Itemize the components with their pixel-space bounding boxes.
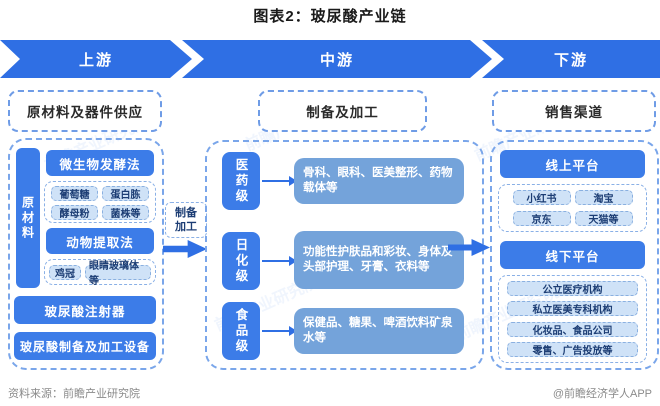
- source-chip: 鸡冠: [49, 264, 81, 280]
- prep-flow-arrow-icon: [163, 240, 207, 258]
- banner-segment-midstream: 中游: [182, 40, 492, 78]
- midstream-header: 制备及加工: [258, 90, 427, 132]
- prep-label-line2: 加工: [175, 221, 197, 233]
- injector-box: 玻尿酸注射器: [14, 296, 156, 324]
- daily-chem-applications-box: 功能性护肤品和彩妆、身体及头部护理、牙膏、衣料等: [294, 231, 464, 289]
- grade-medical-box: 医药级: [222, 152, 260, 210]
- banner-upstream-label: 上游: [78, 51, 113, 69]
- page-title: 图表2：玻尿酸产业链: [253, 8, 407, 25]
- medical-applications-box: 骨科、眼科、医美整形、药物载体等: [294, 158, 464, 204]
- raw-material-vertical-label: 原材料: [16, 148, 40, 288]
- channel-chip: 天猫等: [574, 211, 633, 226]
- channel-chip: 淘宝: [574, 190, 633, 205]
- source-note: 资料来源：前瞻产业研究院: [8, 388, 140, 400]
- ingredient-chip: 菌株等: [102, 205, 149, 220]
- offline-platform-box: 线下平台: [500, 241, 645, 269]
- grade-food-arrow-icon: [262, 326, 297, 336]
- ingredient-chip: 葡萄糖: [51, 186, 98, 201]
- credit-note: @前瞻经济学人APP: [552, 388, 652, 400]
- prep-label-line1: 制备: [175, 206, 197, 219]
- online-platform-box: 线上平台: [500, 150, 645, 178]
- grade-daily-chem-arrow-icon: [262, 256, 297, 266]
- grade-daily-chem-box: 日化级: [222, 232, 260, 290]
- upstream-header: 原材料及器件供应: [8, 90, 162, 132]
- downstream-header: 销售渠道: [492, 90, 656, 132]
- fermentation-method-box: 微生物发酵法: [46, 150, 154, 176]
- ingredient-chip: 酵母粉: [51, 205, 98, 220]
- channel-chip: 公立医疗机构: [507, 280, 638, 296]
- channel-chip: 化妆品、食品公司: [507, 321, 638, 337]
- banner-segment-upstream: 上游: [0, 40, 192, 78]
- online-channels-group: 小红书 淘宝 京东 天猫等: [498, 184, 647, 232]
- prep-process-label: 制备 加工: [165, 202, 207, 238]
- source-chip: 眼睛玻璃体等: [85, 261, 151, 287]
- channel-chip: 小红书: [512, 190, 571, 205]
- animal-sources-group: 鸡冠 眼睛玻璃体等: [44, 259, 156, 287]
- animal-extraction-box: 动物提取法: [46, 228, 154, 254]
- banner-downstream-label: 下游: [553, 51, 588, 69]
- food-applications-box: 保健品、糖果、啤酒饮料矿泉水等: [294, 308, 464, 354]
- offline-channels-group: 公立医疗机构 私立医美专科机构 化妆品、食品公司 零售、广告投放等: [498, 275, 647, 363]
- channel-chip: 私立医美专科机构: [507, 301, 638, 317]
- grade-medical-arrow-icon: [262, 176, 297, 186]
- channel-chip: 零售、广告投放等: [507, 342, 638, 358]
- upstream-container: [8, 138, 164, 370]
- downstream-container: [490, 140, 659, 370]
- channel-chip: 京东: [512, 211, 571, 226]
- grade-food-box: 食品级: [222, 302, 260, 360]
- ingredient-chip: 蛋白胨: [102, 186, 149, 201]
- banner-segment-downstream: 下游: [482, 40, 660, 78]
- midstream-container: [205, 140, 484, 370]
- banner-midstream-label: 中游: [319, 51, 354, 69]
- equipment-box: 玻尿酸制备及加工设备: [14, 332, 156, 360]
- fermentation-ingredients-group: 葡萄糖 蛋白胨 酵母粉 菌株等: [44, 181, 156, 223]
